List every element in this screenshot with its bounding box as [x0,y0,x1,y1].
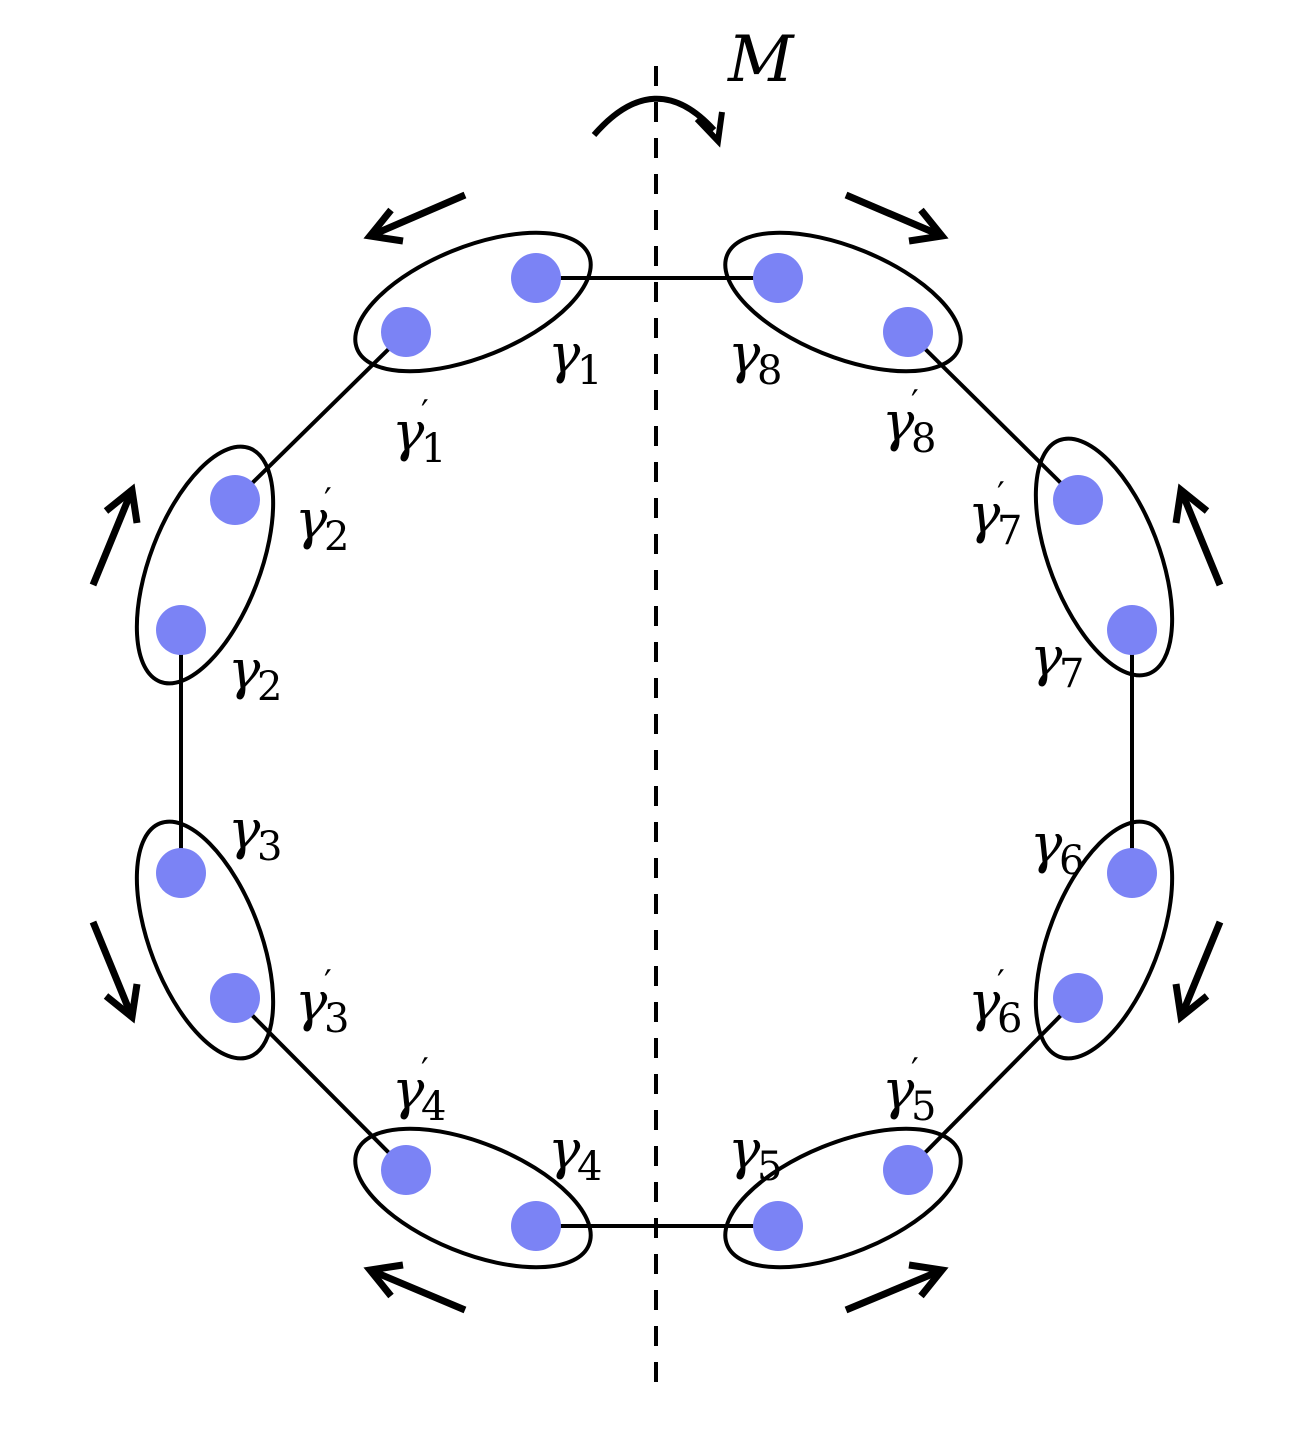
label-subscript: 2 [324,514,349,560]
gamma-label-6: γ [1030,812,1063,875]
pair-ellipse-2 [134,444,276,686]
motion-arrows [89,191,1224,1314]
site-dot [381,1145,431,1195]
site-dot [1053,475,1103,525]
gamma-prime-label-1: γ [392,400,425,463]
arrow-icon [363,1261,467,1314]
site-dot [883,307,933,357]
label-subscript: 3 [324,996,349,1042]
label-subscript: 5 [911,1084,936,1130]
gamma-prime-label-2: γ [295,488,328,551]
gamma-label-5: γ [728,1118,761,1181]
label-subscript: 5 [757,1144,782,1190]
gamma-label-4: γ [548,1118,581,1181]
site-dots [156,253,1157,1251]
axis-label: M [727,23,795,97]
gamma-prime-label-8: γ [882,390,915,453]
pair-ellipse-8 [723,230,963,374]
arrow-icon [89,920,141,1024]
label-subscript: 1 [421,426,446,472]
pair-ellipse-3 [134,819,276,1061]
prime-mark: ′ [324,963,332,1003]
site-dot [883,1145,933,1195]
arrow-icon [363,191,467,245]
prime-mark: ′ [997,963,1005,1003]
label-subscript: 8 [911,416,936,462]
gamma-label-1: γ [548,322,581,385]
site-dot [156,848,206,898]
prime-mark: ′ [421,393,429,433]
gamma-prime-label-3: γ [295,970,328,1033]
site-dot [210,475,260,525]
label-subscript: 1 [577,348,602,394]
label-subscript: 6 [1059,838,1084,884]
rotation-arrow-icon [591,95,725,148]
arrow-icon [844,191,949,245]
label-subscript: 2 [257,664,282,710]
gamma-label-8: γ [728,322,761,385]
pair-ellipse-5 [723,1126,963,1270]
pair-ellipses [134,230,1175,1270]
label-subscript: 7 [997,508,1022,554]
bond-lines [179,276,1134,1228]
label-subscript: 4 [421,1084,446,1130]
gamma-prime-label-7: γ [968,482,1001,545]
pair-ellipse-4 [353,1126,593,1270]
label-subscript: 4 [577,1144,602,1190]
arrow-icon [844,1261,949,1314]
site-dot [511,253,561,303]
pair-ellipse-6 [1033,819,1175,1061]
site-dot [753,253,803,303]
gamma-label-3: γ [228,798,261,861]
prime-mark: ′ [911,1051,919,1091]
pair-ellipse-1 [353,230,593,374]
label-subscript: 3 [257,824,282,870]
prime-mark: ′ [421,1051,429,1091]
site-dot [156,605,206,655]
gamma-label-7: γ [1030,625,1063,688]
prime-mark: ′ [911,383,919,423]
gamma-prime-label-6: γ [968,970,1001,1033]
label-subscript: 6 [997,996,1022,1042]
site-dot [1107,605,1157,655]
arrow-icon [89,483,141,587]
prime-mark: ′ [324,481,332,521]
gamma-prime-label-4: γ [392,1058,425,1121]
arrow-icon [1172,920,1224,1024]
site-dot [1107,848,1157,898]
site-dot [511,1201,561,1251]
gamma-label-2: γ [228,638,261,701]
pair-ellipse-7 [1033,436,1175,678]
site-dot [1053,973,1103,1023]
label-subscript: 7 [1059,651,1084,697]
site-dot [381,307,431,357]
site-dot [753,1201,803,1251]
arrow-icon [1172,483,1224,587]
label-subscript: 8 [757,348,782,394]
prime-mark: ′ [997,475,1005,515]
gamma-prime-label-5: γ [882,1058,915,1121]
site-dot [210,973,260,1023]
